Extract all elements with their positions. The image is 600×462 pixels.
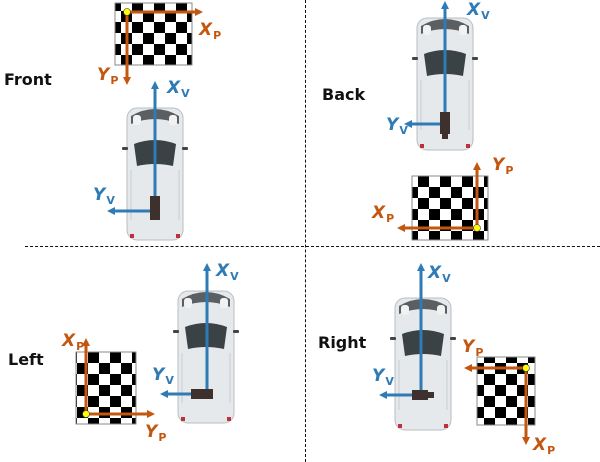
back-label: Back [322,85,366,104]
left-xv-label: XV [216,261,239,283]
back-xp-label: XP [372,203,395,225]
front-yp-label: YP [97,65,119,87]
back-yv-label: YV [386,115,408,137]
left-origin-dot [82,410,90,418]
horizontal-divider [25,246,600,247]
front-xp-label: XP [199,20,222,42]
front-camera-icon [150,196,160,220]
back-yp-label: YP [492,155,514,177]
right-camera-icon [412,390,428,400]
front-xv-label: XV [167,78,190,100]
left-yp-label: YP [145,422,167,444]
right-quadrant [379,263,536,445]
left-camera-icon [191,389,213,399]
left-label: Left [8,350,44,369]
front-yv-label: YV [93,185,115,207]
left-yv-label: YV [152,365,174,387]
back-quadrant [397,1,489,241]
back-camera-icon [440,112,450,134]
back-xv-label: XV [467,0,490,22]
right-xv-label: XV [428,263,451,285]
right-xp-label: XP [533,435,556,457]
left-quadrant [75,263,240,425]
front-origin-dot [123,8,131,16]
vertical-divider [305,0,306,462]
right-label: Right [318,333,367,352]
right-yp-label: YP [462,337,484,359]
right-yv-label: YV [372,366,394,388]
front-label: Front [4,70,52,89]
right-origin-dot [522,364,530,372]
right-car-icon [389,297,457,431]
left-xp-label: XP [62,331,85,353]
front-quadrant [107,2,203,241]
back-origin-dot [473,224,481,232]
